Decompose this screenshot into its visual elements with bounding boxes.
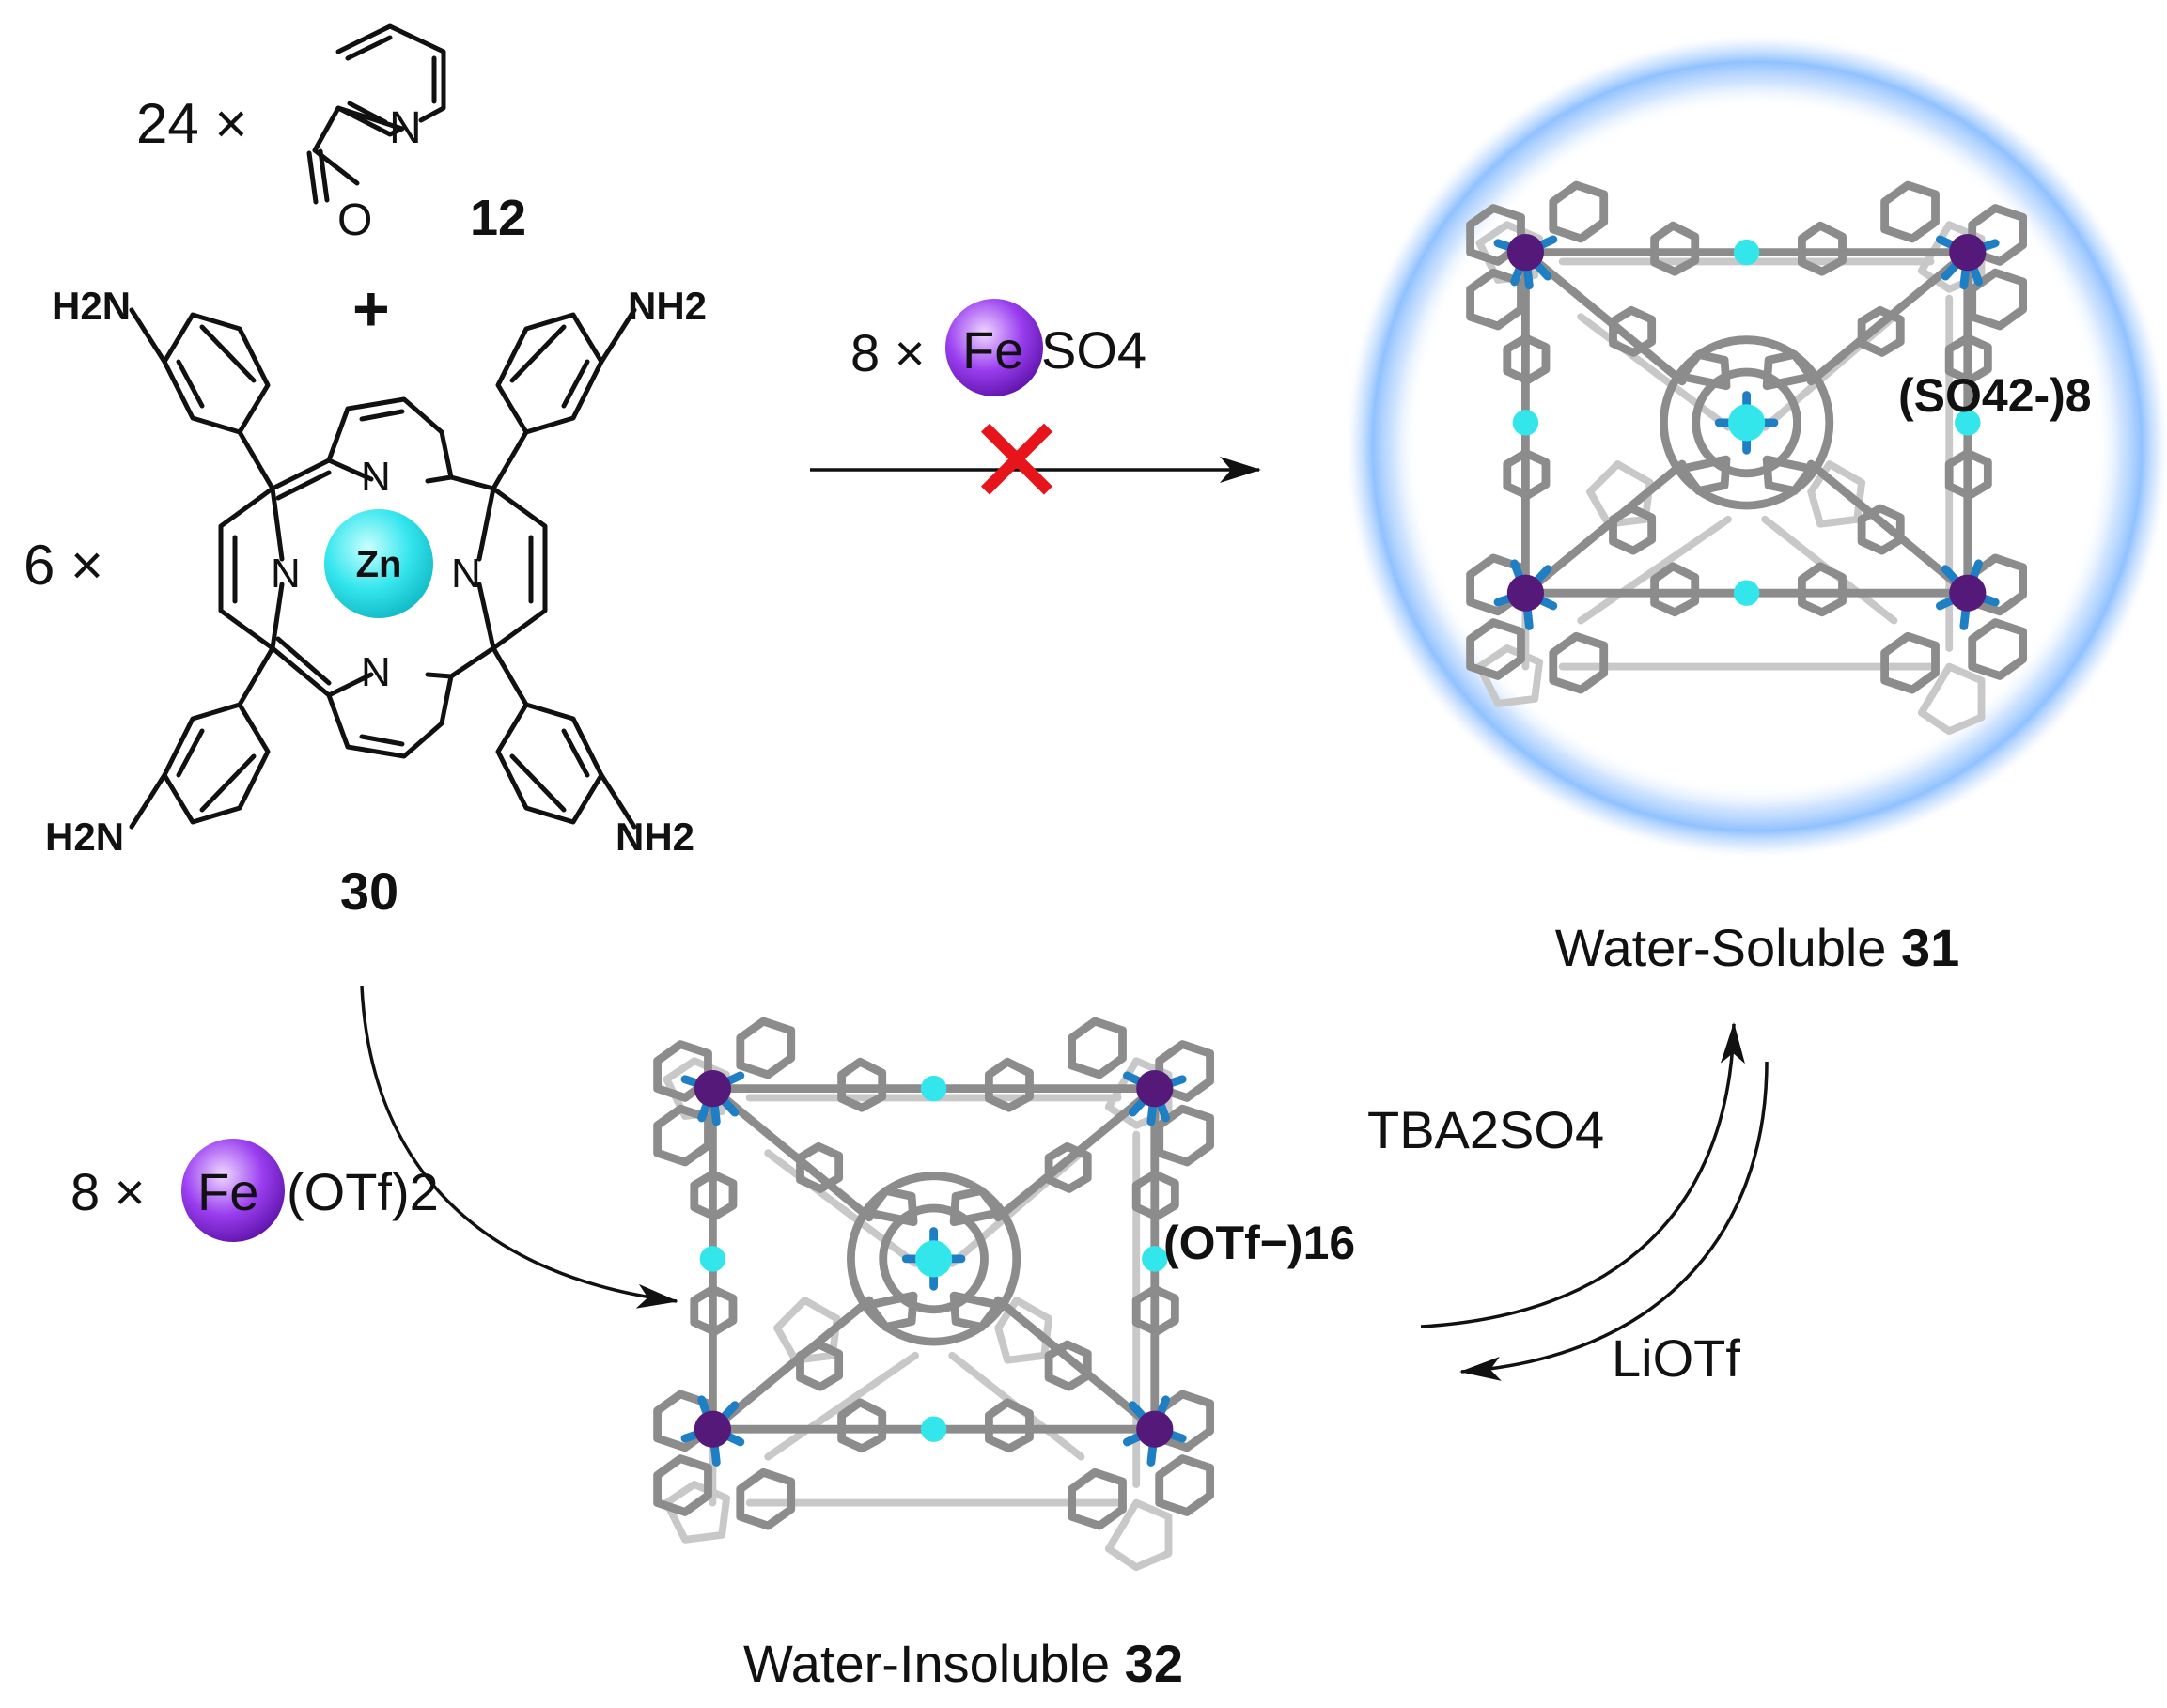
porphyrin-ring-N-labels: N N N N <box>271 454 481 695</box>
pyridine-aldehyde-structure <box>306 23 446 205</box>
cage-32: (OTf−)16 Water-Insoluble 32 <box>658 1021 1355 1693</box>
zinc-atom <box>324 509 433 618</box>
cage-32-structure <box>658 1021 1210 1567</box>
bottom-reagent-rest: (OTf)2 <box>287 1162 439 1221</box>
cage-32-caption: Water-Insoluble 32 <box>743 1634 1183 1693</box>
cage-31-caption: Water-Soluble 31 <box>1555 918 1960 977</box>
ring-N-bottom: N <box>361 649 391 695</box>
cage-32-counterion: (OTf−)16 <box>1163 1217 1355 1269</box>
route-top-blocked: 8 × Fe SO4 ✕ <box>810 299 1261 533</box>
iron-sphere-top <box>945 299 1043 396</box>
amine-top-right: NH2 <box>628 284 707 328</box>
porphyrin-30: 6 × <box>23 284 707 921</box>
zinc-label: Zn <box>356 544 402 585</box>
amine-bottom-left: H2N <box>45 815 124 859</box>
cage-31: (SO42-)8 Water-Soluble 31 <box>1344 33 2167 977</box>
arrow-reverse <box>1459 1061 1769 1381</box>
aldehyde-label: 12 <box>470 190 526 246</box>
porphyrin-label: 30 <box>340 862 398 921</box>
aldehyde-12: 24 × N O 12 <box>136 23 526 246</box>
ring-N-left: N <box>271 551 301 597</box>
aldehyde-multiplier: 24 × <box>136 92 247 155</box>
porphyrin-structure <box>129 307 637 830</box>
iron-sphere-bottom <box>181 1139 285 1242</box>
bottom-multiplier: 8 × <box>70 1162 145 1221</box>
interconversion: TBA2SO4 LiOTf <box>1367 1022 1769 1388</box>
cage-31-counterion: (SO42-)8 <box>1898 369 2092 422</box>
aldehyde-atom-N: N <box>389 103 422 153</box>
ring-N-top: N <box>361 454 391 500</box>
aldehyde-atom-O: O <box>337 195 372 245</box>
forward-reagent: TBA2SO4 <box>1367 1100 1604 1159</box>
top-reagent-rest: SO4 <box>1041 320 1146 380</box>
porphyrin-multiplier: 6 × <box>23 534 103 597</box>
bottom-reagent-metal: Fe <box>197 1162 258 1221</box>
ring-N-right: N <box>451 551 481 597</box>
top-multiplier: 8 × <box>850 323 925 382</box>
amine-top-left: H2N <box>52 284 131 328</box>
solubility-glow <box>1344 33 2167 860</box>
top-reagent-metal: Fe <box>962 320 1023 380</box>
route-bottom: 8 × Fe (OTf)2 <box>70 986 678 1309</box>
amine-bottom-right: NH2 <box>616 815 694 859</box>
arrow-bottom <box>360 986 678 1309</box>
plus-sign: + <box>352 273 390 345</box>
reverse-reagent: LiOTf <box>1612 1328 1740 1388</box>
blocked-cross-icon: ✕ <box>966 390 1068 533</box>
arrow-forward <box>1420 1022 1745 1328</box>
